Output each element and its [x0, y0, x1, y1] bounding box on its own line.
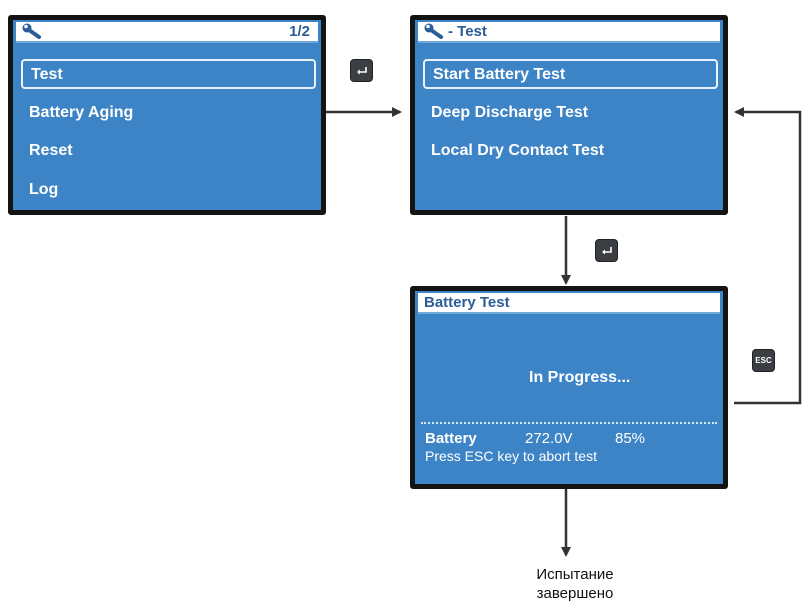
menu-item-start-battery-test[interactable]: Start Battery Test [423, 59, 718, 89]
battery-test-title: Battery Test [424, 294, 510, 311]
menu-item-reset[interactable]: Reset [29, 142, 73, 159]
battery-percent: 85% [615, 430, 646, 447]
menu-item-battery-aging[interactable]: Battery Aging [29, 104, 134, 121]
caption-line-1: Испытание [536, 566, 614, 583]
battery-voltage: 272.0V [525, 430, 573, 447]
wrench-icon [424, 23, 444, 43]
enter-key-button[interactable] [350, 59, 373, 82]
esc-key-button[interactable]: ESC [752, 349, 775, 372]
status-divider [421, 422, 717, 424]
wrench-icon [22, 23, 42, 43]
main-menu-title-bar: 1/2 [16, 22, 318, 43]
enter-key-icon [601, 246, 612, 254]
menu-item-deep-discharge-test[interactable]: Deep Discharge Test [431, 104, 589, 121]
test-complete-caption: Испытание завершено [500, 565, 650, 603]
enter-key-button[interactable] [595, 239, 618, 262]
battery-label: Battery [425, 430, 477, 447]
battery-test-screen: Battery Test In Progress... Battery 272.… [410, 286, 728, 489]
caption-line-2: завершено [536, 585, 614, 602]
menu-item-local-dry-contact-test[interactable]: Local Dry Contact Test [431, 142, 605, 159]
abort-hint: Press ESC key to abort test [425, 448, 597, 464]
test-menu-screen: - Test Start Battery Test Deep Discharge… [410, 15, 728, 215]
menu-item-log[interactable]: Log [29, 181, 59, 198]
menu-item-test[interactable]: Test [21, 59, 316, 89]
test-menu-title: - Test [448, 23, 487, 40]
battery-readout-row: Battery 272.0V 85% [425, 430, 721, 447]
enter-key-icon [356, 66, 367, 74]
battery-test-title-bar: Battery Test [418, 293, 720, 314]
main-menu-screen: 1/2 Test Battery Aging Reset Log [8, 15, 326, 215]
page-indicator: 1/2 [289, 23, 310, 40]
test-menu-title-bar: - Test [418, 22, 720, 43]
progress-status: In Progress... [529, 369, 631, 386]
